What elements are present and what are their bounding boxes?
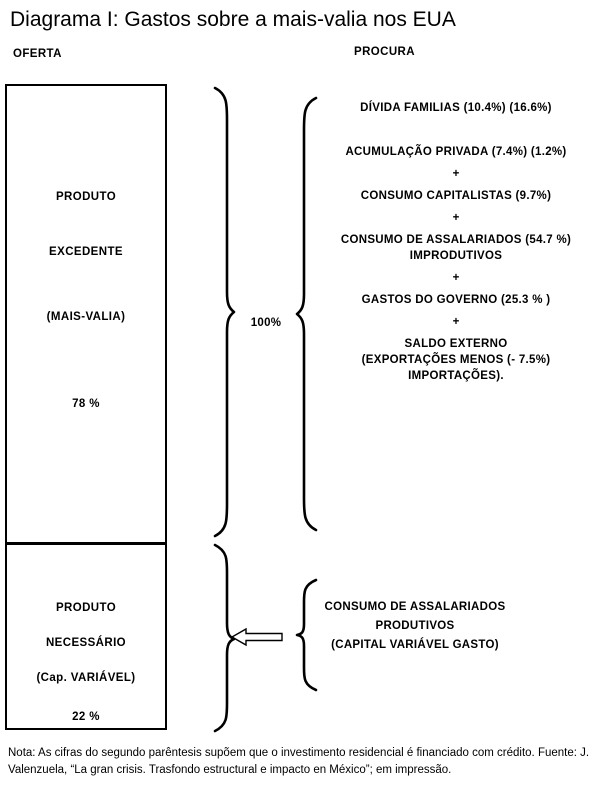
demand-item-consumo-capitalistas: CONSUMO CAPITALISTAS (9.7%) <box>360 190 552 202</box>
supply-upper-line-3: (MAIS-VALIA) <box>46 311 126 323</box>
supply-upper-percent: 78 % <box>72 398 100 410</box>
supply-lower-line-1: PRODUTO <box>55 602 117 614</box>
left-arrow-icon <box>230 627 283 647</box>
brace-left-facing-lower-icon <box>295 578 318 692</box>
demand-item-saldo-externo: SALDO EXTERNO (EXPORTAÇÕES MENOS (- 7.5%… <box>361 338 551 382</box>
bracket-percent-label: 100% <box>250 317 282 329</box>
column-header-demand: PROCURA <box>354 46 415 58</box>
supply-lower-line-3: (Cap. VARIÁVEL) <box>36 672 136 684</box>
brace-right-facing-upper-icon <box>213 86 236 538</box>
supply-box <box>5 84 167 730</box>
supply-upper-line-1: PRODUTO <box>55 191 117 203</box>
footnote: Nota: As cifras do segundo parêntesis su… <box>8 747 590 776</box>
demand-column: DÍVIDA FAMILIAS (10.4%) (16.6%) ACUMULAÇ… <box>316 100 596 384</box>
supply-lower-percent: 22 % <box>72 711 100 723</box>
brace-right-facing-lower-icon <box>213 543 236 733</box>
brace-left-facing-upper-icon <box>295 96 318 532</box>
demand-operator-plus-3: + <box>452 272 460 284</box>
supply-upper-line-2: EXCEDENTE <box>49 246 123 258</box>
column-header-supply: OFERTA <box>13 48 62 60</box>
demand-item-acumulacao: ACUMULAÇÃO PRIVADA (7.4%) (1.2%) <box>345 146 567 158</box>
supply-box-divider <box>5 542 167 545</box>
demand-item-consumo-assalariados-produtivos: CONSUMO DE ASSALARIADOS PRODUTIVOS (CAPI… <box>324 601 506 651</box>
demand-operator-plus-2: + <box>452 212 460 224</box>
demand-operator-plus-1: + <box>452 168 460 180</box>
demand-item-gastos-governo: GASTOS DO GOVERNO (25.3 % ) <box>361 294 551 306</box>
supply-lower-line-2: NECESSÁRIO <box>45 637 127 649</box>
demand-item-consumo-assalariados-improdutivos: CONSUMO DE ASSALARIADOS (54.7 %) IMPRODU… <box>340 234 572 262</box>
demand-operator-plus-4: + <box>452 316 460 328</box>
page-title: Diagrama I: Gastos sobre a mais-valia no… <box>10 8 456 31</box>
demand-item-divida: DÍVIDA FAMILIAS (10.4%) (16.6%) <box>360 102 552 114</box>
